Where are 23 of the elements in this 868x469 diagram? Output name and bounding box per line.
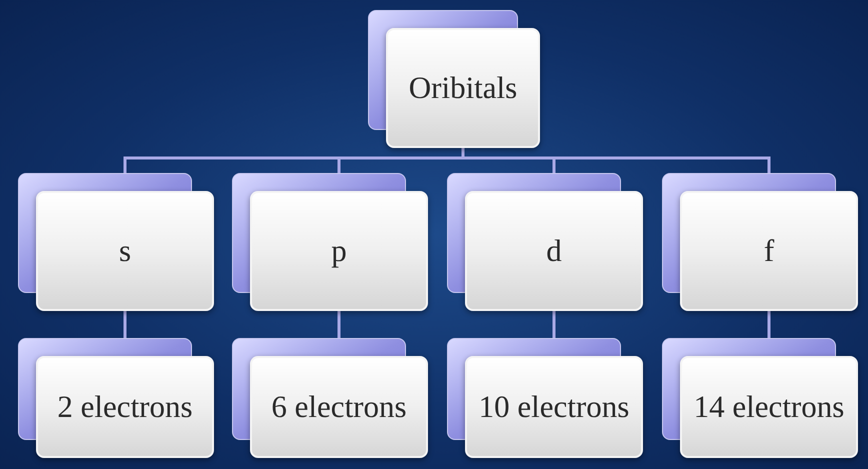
stacked-box (447, 338, 643, 458)
stacked-box (662, 173, 858, 311)
box-label: s (118, 234, 132, 268)
connector-line (462, 148, 770, 173)
stacked-box (447, 173, 643, 311)
connector-line (768, 311, 770, 338)
stacked-box (232, 173, 428, 311)
box-label: 10 electrons (478, 390, 630, 424)
stacked-box (18, 173, 214, 311)
box-label: 6 electrons (271, 390, 407, 424)
stacked-box (662, 338, 858, 458)
connector-line (124, 311, 126, 338)
stacked-box (18, 338, 214, 458)
box-label: 14 electrons (694, 390, 844, 424)
box-label: p (331, 234, 347, 268)
box-label: d (546, 234, 562, 268)
box-label: f (764, 234, 774, 268)
box-label: 2 electrons (57, 390, 193, 424)
stacked-box (232, 338, 428, 458)
stacked-box (368, 10, 540, 148)
box-label: Oribitals (408, 71, 518, 105)
connector-line (338, 311, 340, 338)
connector-line (552, 311, 556, 338)
